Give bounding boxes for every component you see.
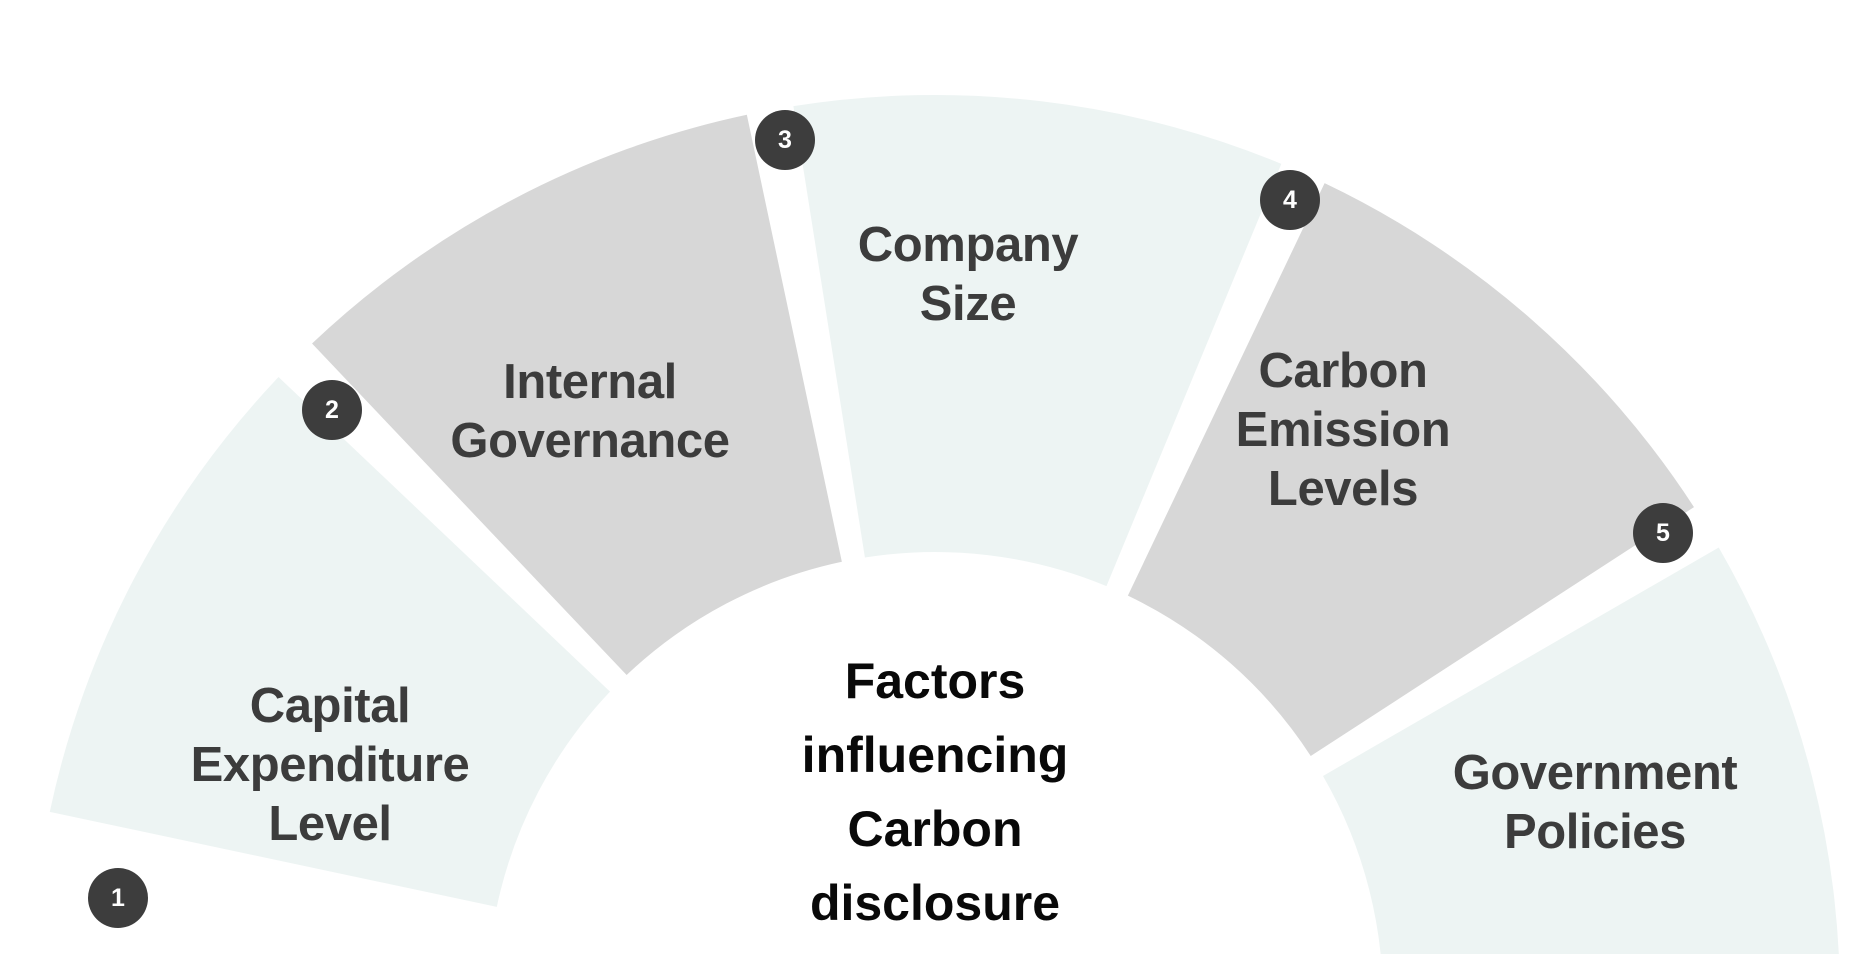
segment-number-badge-5[interactable]: 5 — [1633, 503, 1693, 563]
center-label: Factors influencing Carbon disclosure — [801, 653, 1069, 931]
segment-wedge-1[interactable] — [49, 377, 611, 907]
segment-wedge-2[interactable] — [312, 114, 842, 676]
segment-wedge-4[interactable] — [1127, 183, 1694, 757]
segment-wedge-3[interactable] — [793, 95, 1282, 587]
segment-wedge-5[interactable] — [1322, 547, 1840, 954]
segment-number-badge-2[interactable]: 2 — [302, 380, 362, 440]
segment-number-badge-1[interactable]: 1 — [88, 868, 148, 928]
segment-number-badge-3[interactable]: 3 — [755, 110, 815, 170]
segment-number-badge-4[interactable]: 4 — [1260, 170, 1320, 230]
